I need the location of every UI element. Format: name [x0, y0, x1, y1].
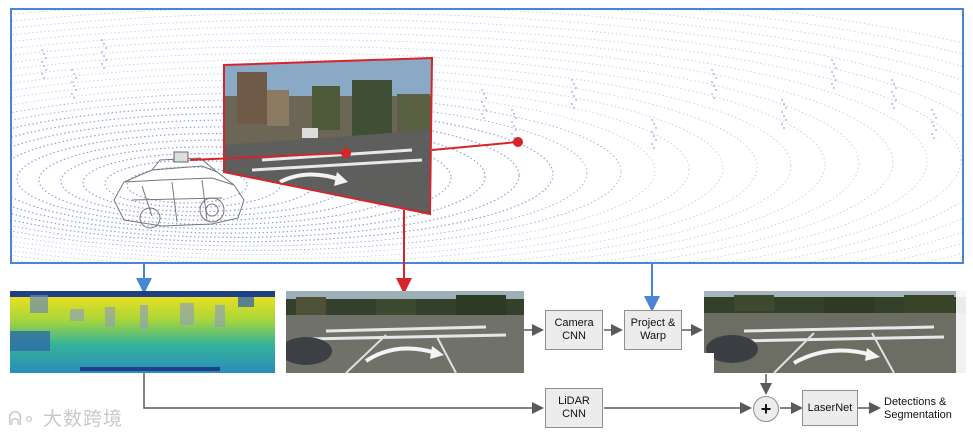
camera-image-thumbnail [286, 291, 524, 373]
camera-cnn-label-line2: CNN [562, 330, 586, 343]
warped-image-thumbnail [704, 291, 966, 373]
watermark-text: 大数跨境 [43, 408, 123, 430]
project-warp-label-line2: Warp [640, 330, 666, 343]
lidar-cnn-label-line1: LiDAR [558, 395, 590, 408]
camera-cnn-box: Camera CNN [545, 310, 603, 350]
project-warp-box: Project & Warp [624, 310, 682, 350]
output-label-line2: Segmentation [884, 409, 952, 422]
sum-node: + [753, 396, 779, 422]
lidar-cnn-label-line2: CNN [562, 408, 586, 421]
camera-cnn-label-line1: Camera [554, 317, 593, 330]
range-image-thumbnail [10, 291, 275, 373]
lasernet-label: LaserNet [808, 402, 853, 415]
project-warp-label-line1: Project & [631, 317, 676, 330]
output-label-line1: Detections & [884, 396, 952, 409]
output-label: Detections & Segmentation [884, 396, 952, 422]
lidar-cnn-box: LiDAR CNN [545, 388, 603, 428]
sum-symbol: + [761, 403, 772, 416]
lasernet-box: LaserNet [802, 390, 858, 426]
watermark-logo-icon: ᕱ∘ [8, 408, 36, 430]
watermark: ᕱ∘ 大数跨境 [8, 404, 123, 431]
range-image-to-lidar-cnn-arrow [144, 372, 541, 408]
